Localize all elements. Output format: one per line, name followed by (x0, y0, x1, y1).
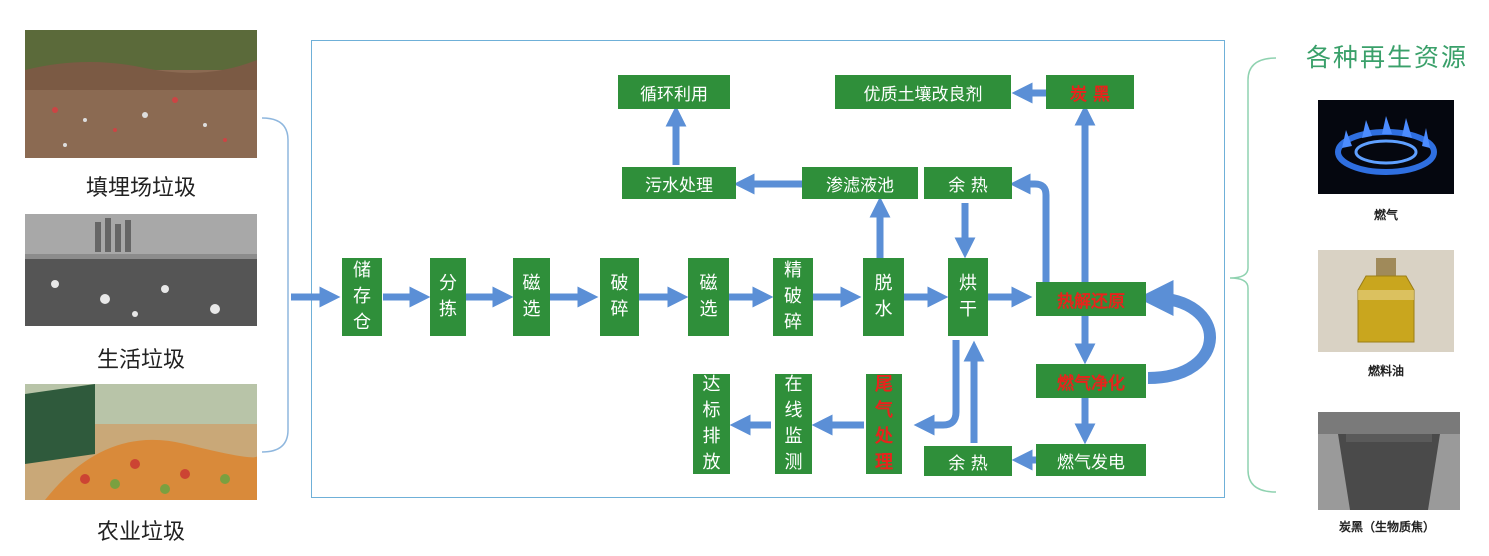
process-step-fine-crushing: 精破碎 (773, 258, 813, 336)
source-label: 生活垃圾 (96, 348, 185, 373)
biochar-photo (1318, 412, 1460, 510)
source-label: 农业垃圾 (96, 520, 185, 545)
process-step-carbon-black: 炭 黑 (1046, 75, 1134, 109)
resources-title: 各种再生资源 (1306, 43, 1469, 72)
process-step-online-monitor: 在线监测 (775, 374, 812, 474)
fuel-oil-photo (1318, 250, 1454, 352)
process-step-sewage: 污水处理 (622, 167, 736, 199)
process-step-tail-gas: 尾气处理 (866, 374, 902, 474)
process-step-waste-heat-bottom: 余 热 (924, 446, 1012, 476)
process-step-sorting: 分拣 (430, 258, 466, 336)
process-step-gas-purification: 燃气净化 (1036, 364, 1146, 398)
landfill-photo (25, 30, 257, 158)
process-step-waste-heat-top: 余 热 (924, 167, 1012, 199)
process-step-magnetic-2: 磁选 (688, 258, 729, 336)
process-step-gas-power: 燃气发电 (1036, 444, 1146, 476)
gas-flame-photo (1318, 100, 1454, 194)
resource-label: 燃气 (1373, 208, 1398, 222)
process-step-pyrolysis: 热解还原 (1036, 282, 1146, 316)
process-frame (311, 40, 1225, 498)
process-step-crushing: 破碎 (600, 258, 639, 336)
process-step-leachate: 渗滤液池 (802, 167, 918, 199)
resource-label: 炭黑（生物质焦） (1338, 520, 1435, 534)
source-label: 填埋场垃圾 (85, 176, 196, 201)
household-waste-photo (25, 214, 257, 326)
process-step-storage: 储存仓 (342, 258, 382, 336)
process-step-discharge: 达标排放 (693, 374, 730, 474)
agricultural-waste-photo (25, 384, 257, 500)
process-step-drying: 烘干 (948, 258, 988, 336)
process-step-soil-improver: 优质土壤改良剂 (835, 75, 1011, 109)
resource-label: 燃料油 (1367, 364, 1404, 378)
process-step-recycle: 循环利用 (618, 75, 730, 109)
process-step-dewatering: 脱水 (863, 258, 904, 336)
process-step-magnetic-1: 磁选 (513, 258, 550, 336)
